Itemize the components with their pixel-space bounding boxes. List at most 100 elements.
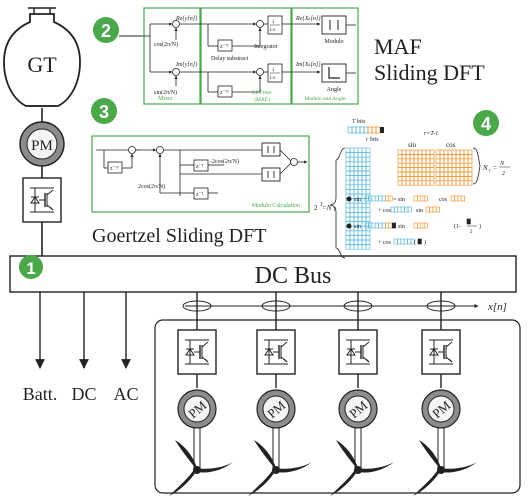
bit-cell-cos: [435, 171, 441, 177]
svg-text:r: r: [489, 169, 491, 174]
gt-label: GT: [27, 52, 57, 77]
bit-cell-blue: [353, 152, 359, 158]
bit-cell-blue: [365, 175, 371, 181]
bit-cell-blue: [361, 239, 367, 245]
gen-motor: PM: [19, 121, 65, 167]
eq1-bits-b: [423, 195, 428, 202]
bit-cell-cos: [451, 176, 457, 182]
svg-text:Mixer: Mixer: [158, 96, 173, 102]
bit-cell-blue: [353, 161, 359, 167]
eq1-bits-d: [400, 206, 405, 213]
svg-text:= sin: = sin: [393, 224, 405, 230]
eq1-bits-c: [450, 195, 455, 202]
bit-cell-cos: [455, 171, 461, 177]
propulsor-4: PM: [412, 292, 478, 497]
bit-cell-sin: [417, 176, 423, 182]
bit-cell-sin: [405, 154, 411, 160]
bit-cell-cos: [459, 180, 465, 186]
propulsor-1: PM: [168, 292, 234, 497]
bit-cell-blue: [353, 147, 359, 153]
eq2-bits-a: [374, 222, 379, 229]
bit-cell-cos: [467, 149, 473, 155]
bit-cell-cos: [443, 149, 449, 155]
bit-cell-sin: [401, 158, 407, 164]
bit-grid: [345, 147, 473, 250]
svg-text:Im{Xₖ[n]}: Im{Xₖ[n]}: [295, 62, 321, 68]
bit-cell-cos: [459, 158, 465, 164]
eq2-bits-d: [393, 238, 398, 245]
svg-text:Modulo and Angle: Modulo and Angle: [304, 96, 346, 102]
bit-cell-cos: [443, 167, 449, 173]
svg-text:1-z: 1-z: [269, 28, 276, 33]
propulsion-box: [154, 319, 521, 494]
svg-text:1: 1: [272, 20, 275, 25]
bit-cell-blue: [345, 184, 351, 190]
bit-cell-sin: [429, 162, 435, 168]
bit-cell-cos: [455, 154, 461, 160]
gen-converter: [22, 177, 62, 223]
bit-cell-blue: [357, 244, 363, 250]
bit-cell-sin: [413, 154, 419, 160]
bit-cell-blue: [357, 156, 363, 163]
signal-label: x[n]: [487, 301, 507, 313]
svg-text:T: T: [333, 208, 337, 213]
bit-cell-blue: [345, 152, 351, 158]
svg-text:cos: cos: [446, 141, 456, 149]
bit-cell-cos: [435, 154, 441, 160]
bit-cell-blue: [361, 207, 367, 213]
bit-cell-sin: [421, 171, 427, 177]
svg-text:z⁻ᴺ: z⁻ᴺ: [220, 90, 229, 96]
bit-cell-blue: [361, 202, 367, 209]
eq1-bits-c: [457, 195, 462, 202]
bit-cell-sin: [409, 176, 415, 182]
eq1-bits-e: [429, 206, 434, 213]
svg-text:=: =: [493, 164, 497, 172]
svg-text:z⁻¹: z⁻¹: [196, 192, 204, 198]
eq2-bits-a: [364, 222, 369, 229]
bit-cell-sin: [397, 154, 403, 160]
bit-cell-blue: [365, 189, 371, 195]
bit-cell-cos: [443, 158, 449, 164]
dc-bus: [9, 255, 517, 293]
bit-cell-sin: [429, 154, 435, 160]
svg-text:sin: sin: [416, 208, 423, 214]
bit-cell-blue: [361, 170, 367, 176]
bit-cell-cos: [439, 171, 445, 177]
bit-cell-sin: [429, 158, 435, 164]
bit-cell-cos: [467, 176, 473, 182]
bit-cell-blue: [349, 179, 355, 186]
bit-cell-cos: [467, 180, 473, 186]
bit-cell-cos: [451, 149, 457, 155]
bit-cell-sin: [421, 167, 427, 173]
bit-cell-sin: [405, 171, 411, 177]
svg-text:3: 3: [99, 102, 109, 122]
bit-cell-blue: [345, 212, 351, 218]
eq1-bits-b: [420, 195, 425, 202]
bit-cell-cos: [455, 158, 461, 164]
bit-cell-blue: [365, 221, 371, 227]
bit-cell-blue: [357, 175, 363, 181]
svg-text:-2cos(2π/N): -2cos(2π/N): [210, 158, 239, 165]
bit-cell-sin: [417, 167, 423, 173]
bit-cell-sin: [413, 162, 419, 168]
svg-text:T: T: [320, 203, 324, 208]
bit-cell-blue: [345, 156, 351, 163]
bit-cell-sin: [401, 176, 407, 182]
svg-text:(1-: (1-: [454, 223, 461, 230]
bit-cell-sin: [409, 167, 415, 173]
svg-text:): ): [479, 223, 481, 230]
bit-cell-blue: [349, 184, 355, 190]
eq1-bits-d: [390, 206, 395, 213]
bit-cell-cos: [463, 158, 469, 164]
bit-cell-blue: [361, 244, 367, 250]
bit-cell-blue: [365, 230, 371, 236]
bit-cell-blue: [365, 244, 371, 250]
bit-cell-blue: [353, 216, 359, 222]
bit-cell-cos: [451, 180, 457, 186]
bit-cell-blue: [365, 170, 371, 176]
bit-cell-sin: [413, 176, 419, 182]
bit-cell-sin: [425, 154, 431, 160]
bit-cell-blue: [349, 202, 355, 209]
bit-cell-cos: [443, 162, 449, 168]
bit-cell-cos: [463, 154, 469, 160]
